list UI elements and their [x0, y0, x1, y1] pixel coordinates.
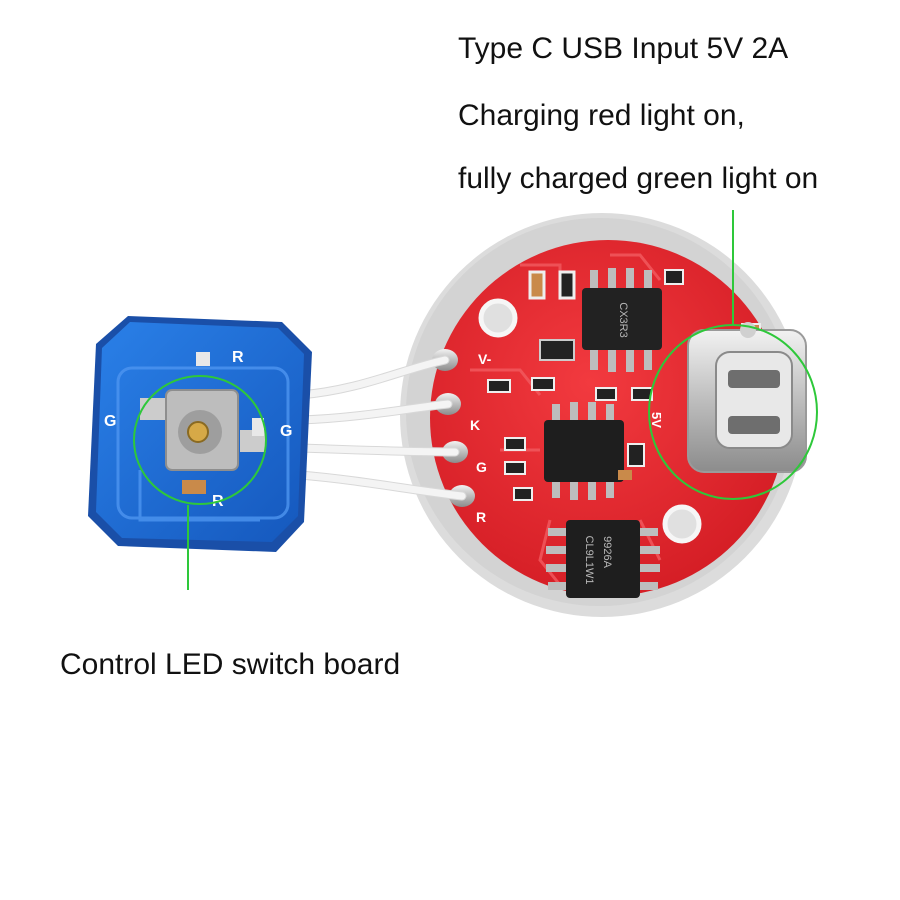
highlight-ring-switch — [133, 375, 267, 505]
led-label: G — [280, 423, 292, 440]
led-label: G — [104, 413, 116, 430]
caption-usb-input: Type C USB Input 5V 2A — [458, 32, 789, 65]
ic-chip — [544, 402, 624, 500]
ic-chip: 9926A CL9L1W1 — [546, 520, 660, 598]
led-label: R — [232, 349, 244, 366]
ic-chip: CX3R3 — [582, 268, 662, 372]
chip-marking: CX3R3 — [617, 302, 629, 337]
caption-fully-charged: fully charged green light on — [458, 162, 819, 195]
port-label: 5V — [649, 412, 664, 428]
mounting-hole — [662, 504, 702, 544]
caption-charging: Charging red light on, — [458, 99, 745, 132]
mounting-hole — [478, 298, 518, 338]
switch-board: R G G R — [88, 316, 312, 552]
chip-marking: 9926A — [601, 536, 613, 568]
pad-label: K — [470, 417, 480, 433]
chip-marking: CL9L1W1 — [583, 536, 595, 585]
callouts — [133, 210, 818, 590]
caption-switch-board: Control LED switch board — [60, 648, 401, 681]
connecting-wires — [295, 355, 467, 501]
pad-label: R — [476, 509, 486, 525]
driver-board: CX3R3 9926A CL9L1W1 — [400, 213, 807, 617]
pad-label: G — [476, 459, 487, 475]
pad-label: V- — [478, 351, 492, 367]
usb-c-port — [687, 322, 807, 473]
